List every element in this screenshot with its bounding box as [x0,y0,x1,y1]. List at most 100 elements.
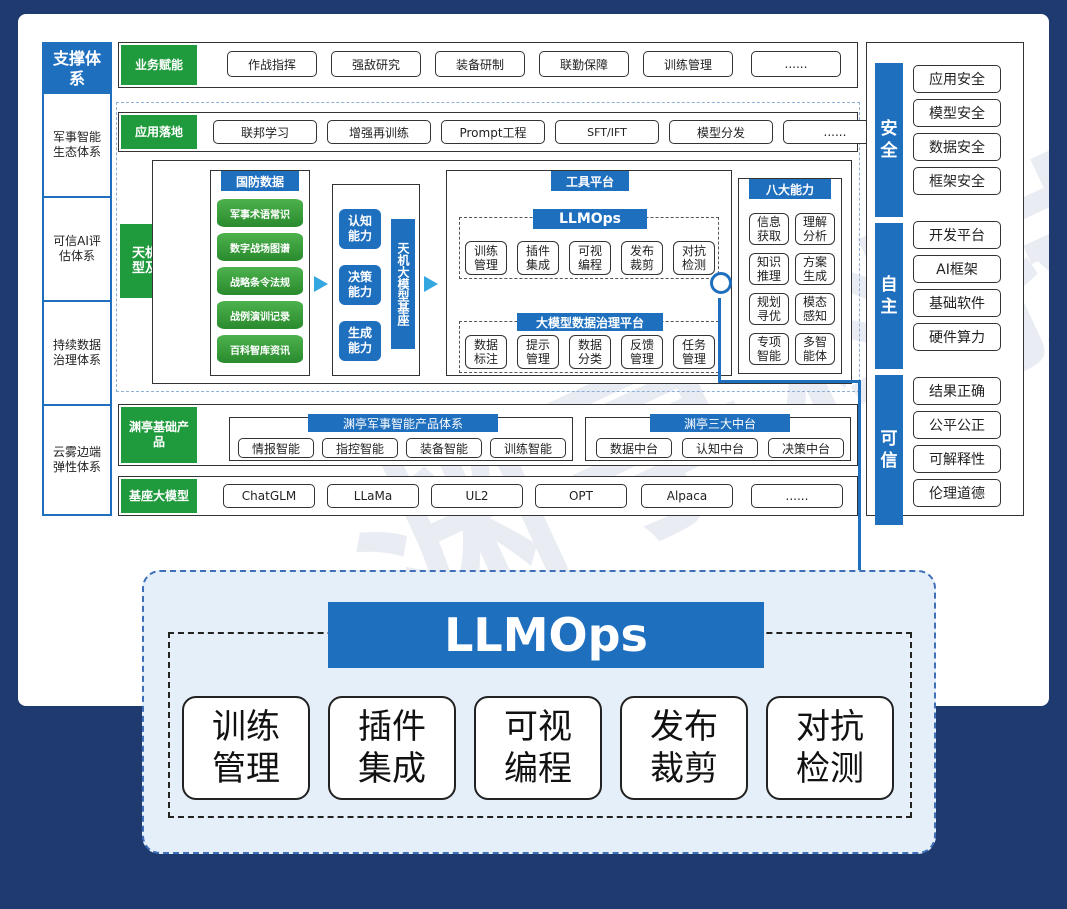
support-item: 军事智能生态体系 [44,94,110,198]
llmops-mini-item: 可视编程 [569,241,611,275]
platform-dashed-region [116,102,860,392]
foundation-item: UL2 [431,484,523,508]
business-item: 联勤保障 [539,51,629,77]
support-item: 可信AI评估体系 [44,198,110,302]
governance-item: 反馈管理 [621,335,663,369]
product-system-item: 指控智能 [322,438,398,458]
right-group-item: 基础软件 [913,289,1001,317]
product-system-box: 渊亭军事智能产品体系 情报智能 指控智能 装备智能 训练智能 [229,414,573,461]
application-row: 应用落地 联邦学习 增强再训练 Prompt工程 SFT/IFT 模型分发 ..… [118,112,887,152]
business-item: 强敌研究 [331,51,421,77]
llmops-zoom-panel: LLMOps 训练管理 插件集成 可视编程 发布裁剪 对抗检测 [142,570,936,854]
defense-data-item: 战例演训记录 [217,301,303,329]
ability-item: 生成能力 [339,321,381,361]
defense-data-item: 百科智库资讯 [217,335,303,363]
diagram-card: 渊亭科技 支撑体系 军事智能生态体系 可信AI评估体系 持续数据治理体系 云雾边… [18,14,1049,706]
right-group-item: 公平公正 [913,411,1001,439]
support-system-column: 支撑体系 军事智能生态体系 可信AI评估体系 持续数据治理体系 云雾边端弹性体系 [42,42,112,516]
right-group-item: 开发平台 [913,221,1001,249]
right-panel: 安全 应用安全 模型安全 数据安全 框架安全 自主 开发平台 AI框架 基础软件… [866,42,1024,525]
application-item: 增强再训练 [327,120,431,144]
eight-ability-item: 理解分析 [795,213,835,245]
foundation-item: Alpaca [641,484,733,508]
middle-platforms-title: 渊亭三大中台 [650,414,790,432]
llmops-mini-item: 对抗检测 [673,241,715,275]
right-group-item: 应用安全 [913,65,1001,93]
right-group-item: 模型安全 [913,99,1001,127]
right-group-label: 自主 [875,223,903,369]
support-item: 云雾边端弹性体系 [52,445,101,474]
eight-ability-item: 知识推理 [749,253,789,285]
abilities-box: 认知能力 决策能力 生成能力 天机大模型基座 [332,184,420,376]
llmops-zoom-item: 对抗检测 [766,696,894,800]
foundation-row: 基座大模型 ChatGLM LLaMa UL2 OPT Alpaca .....… [118,476,858,516]
llmops-mini-item: 发布裁剪 [621,241,663,275]
zoom-connector-line [718,298,721,382]
defense-data-item: 数字战场图谱 [217,233,303,261]
right-group-item: 数据安全 [913,133,1001,161]
foundation-item: ChatGLM [223,484,315,508]
arrow-right-icon [424,276,438,292]
base-products-label: 渊亭基础产品 [121,407,197,463]
eight-ability-item: 规划寻优 [749,293,789,325]
application-item: SFT/IFT [555,120,659,144]
business-item: 训练管理 [643,51,733,77]
ability-item: 决策能力 [339,265,381,305]
middle-platforms-box: 渊亭三大中台 数据中台 认知中台 决策中台 [585,414,851,461]
product-system-item: 情报智能 [238,438,314,458]
support-system-header: 支撑体系 [44,44,110,94]
defense-data-title: 国防数据 [221,171,299,191]
foundation-item: ...... [751,484,843,508]
business-item: 装备研制 [435,51,525,77]
business-item: ...... [751,51,841,77]
foundation-item: LLaMa [327,484,419,508]
foundation-item: OPT [535,484,627,508]
zoom-connector-line [858,380,861,572]
governance-item: 数据标注 [465,335,507,369]
application-row-label: 应用落地 [121,115,197,149]
llmops-mini-title: LLMOps [533,209,647,229]
governance-item: 任务管理 [673,335,715,369]
business-item: 作战指挥 [227,51,317,77]
right-group-item: 伦理道德 [913,479,1001,507]
eight-ability-item: 专项智能 [749,333,789,365]
right-group-item: 框架安全 [913,167,1001,195]
tool-platform-title: 工具平台 [551,171,629,191]
tool-platform-box: 工具平台 LLMOps 训练管理 插件集成 可视编程 发布裁剪 对抗检测 大模型… [446,170,732,376]
middle-platform-item: 认知中台 [682,438,758,458]
right-group-item: AI框架 [913,255,1001,283]
right-group-label: 安全 [875,63,903,217]
support-item: 持续数据治理体系 [44,302,110,406]
defense-data-item: 军事术语常识 [217,199,303,227]
llmops-zoom-item: 插件集成 [328,696,456,800]
business-row-label: 业务赋能 [121,45,197,85]
llmops-zoom-item: 发布裁剪 [620,696,748,800]
llmops-mini-item: 插件集成 [517,241,559,275]
application-item: 模型分发 [669,120,773,144]
model-base-column: 天机大模型基座 [391,219,415,349]
eight-ability-item: 多智能体 [795,333,835,365]
product-system-title: 渊亭军事智能产品体系 [308,414,498,432]
defense-data-item: 战略条令法规 [217,267,303,295]
eight-ability-item: 信息获取 [749,213,789,245]
governance-item: 提示管理 [517,335,559,369]
llmops-zoom-title: LLMOps [328,602,764,668]
right-group-item: 可解释性 [913,445,1001,473]
ability-item: 认知能力 [339,209,381,249]
governance-item: 数据分类 [569,335,611,369]
application-item: 联邦学习 [213,120,317,144]
zoom-connector-circle [710,272,732,294]
llmops-zoom-item: 可视编程 [474,696,602,800]
right-group-label: 可信 [875,375,903,525]
middle-platform-item: 数据中台 [596,438,672,458]
eight-abilities-box: 八大能力 信息获取 理解分析 知识推理 方案生成 规划寻优 模态感知 专项智能 … [738,178,842,374]
zoom-connector-line [718,380,860,383]
eight-abilities-title: 八大能力 [749,179,831,199]
eight-ability-item: 模态感知 [795,293,835,325]
right-group-item: 硬件算力 [913,323,1001,351]
right-group-item: 结果正确 [913,377,1001,405]
eight-ability-item: 方案生成 [795,253,835,285]
defense-data-box: 国防数据 军事术语常识 数字战场图谱 战略条令法规 战例演训记录 百科智库资讯 [210,170,310,376]
llmops-zoom-item: 训练管理 [182,696,310,800]
business-row: 业务赋能 作战指挥 强敌研究 装备研制 联勤保障 训练管理 ...... [118,42,858,88]
